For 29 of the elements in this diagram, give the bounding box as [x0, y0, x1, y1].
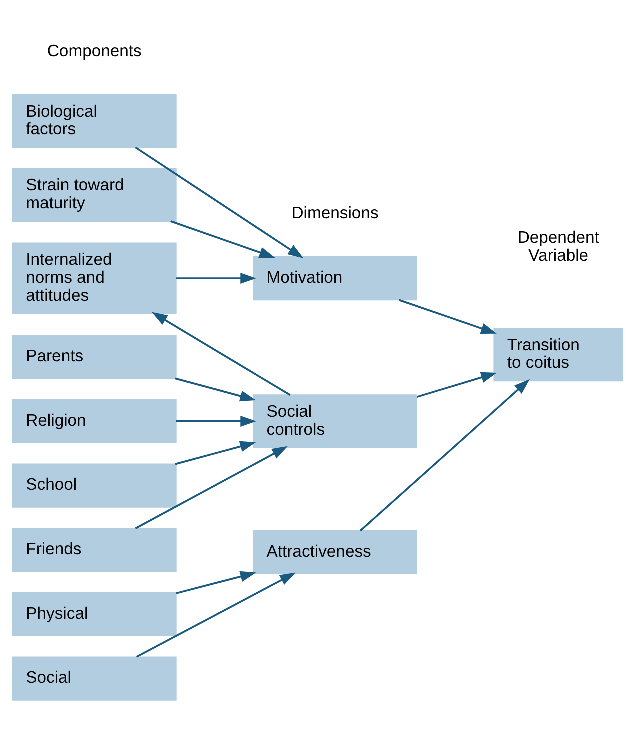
arrow	[170, 220, 276, 258]
node-box: Social controls	[253, 394, 418, 448]
arrow	[176, 272, 256, 284]
arrow	[360, 378, 530, 532]
arrow	[136, 572, 296, 658]
arrow	[176, 570, 256, 594]
arrow	[175, 377, 256, 402]
arrow	[152, 312, 291, 396]
arrow	[176, 415, 256, 426]
node-box: Parents	[12, 334, 177, 379]
node-box: School	[12, 463, 177, 508]
node-box: Internalized norms and attitudes	[12, 242, 177, 314]
node-box: Friends	[12, 528, 177, 572]
node-box: Attractiveness	[253, 530, 418, 574]
arrow	[398, 298, 497, 334]
node-box: Physical	[12, 592, 177, 636]
label: Dependent Variable	[518, 228, 600, 264]
arrow	[175, 440, 256, 465]
node-box: Social	[12, 656, 177, 700]
node-box: Strain toward maturity	[12, 168, 177, 222]
node-box: Biological factors	[12, 94, 177, 148]
arrow	[416, 372, 497, 398]
label: Dimensions	[292, 203, 379, 222]
arrow	[135, 446, 288, 529]
node-box: Motivation	[253, 256, 418, 300]
node-box: Transition to coitus	[494, 327, 624, 382]
arrow	[135, 146, 304, 258]
label: Components	[47, 41, 142, 60]
node-box: Religion	[12, 398, 177, 444]
